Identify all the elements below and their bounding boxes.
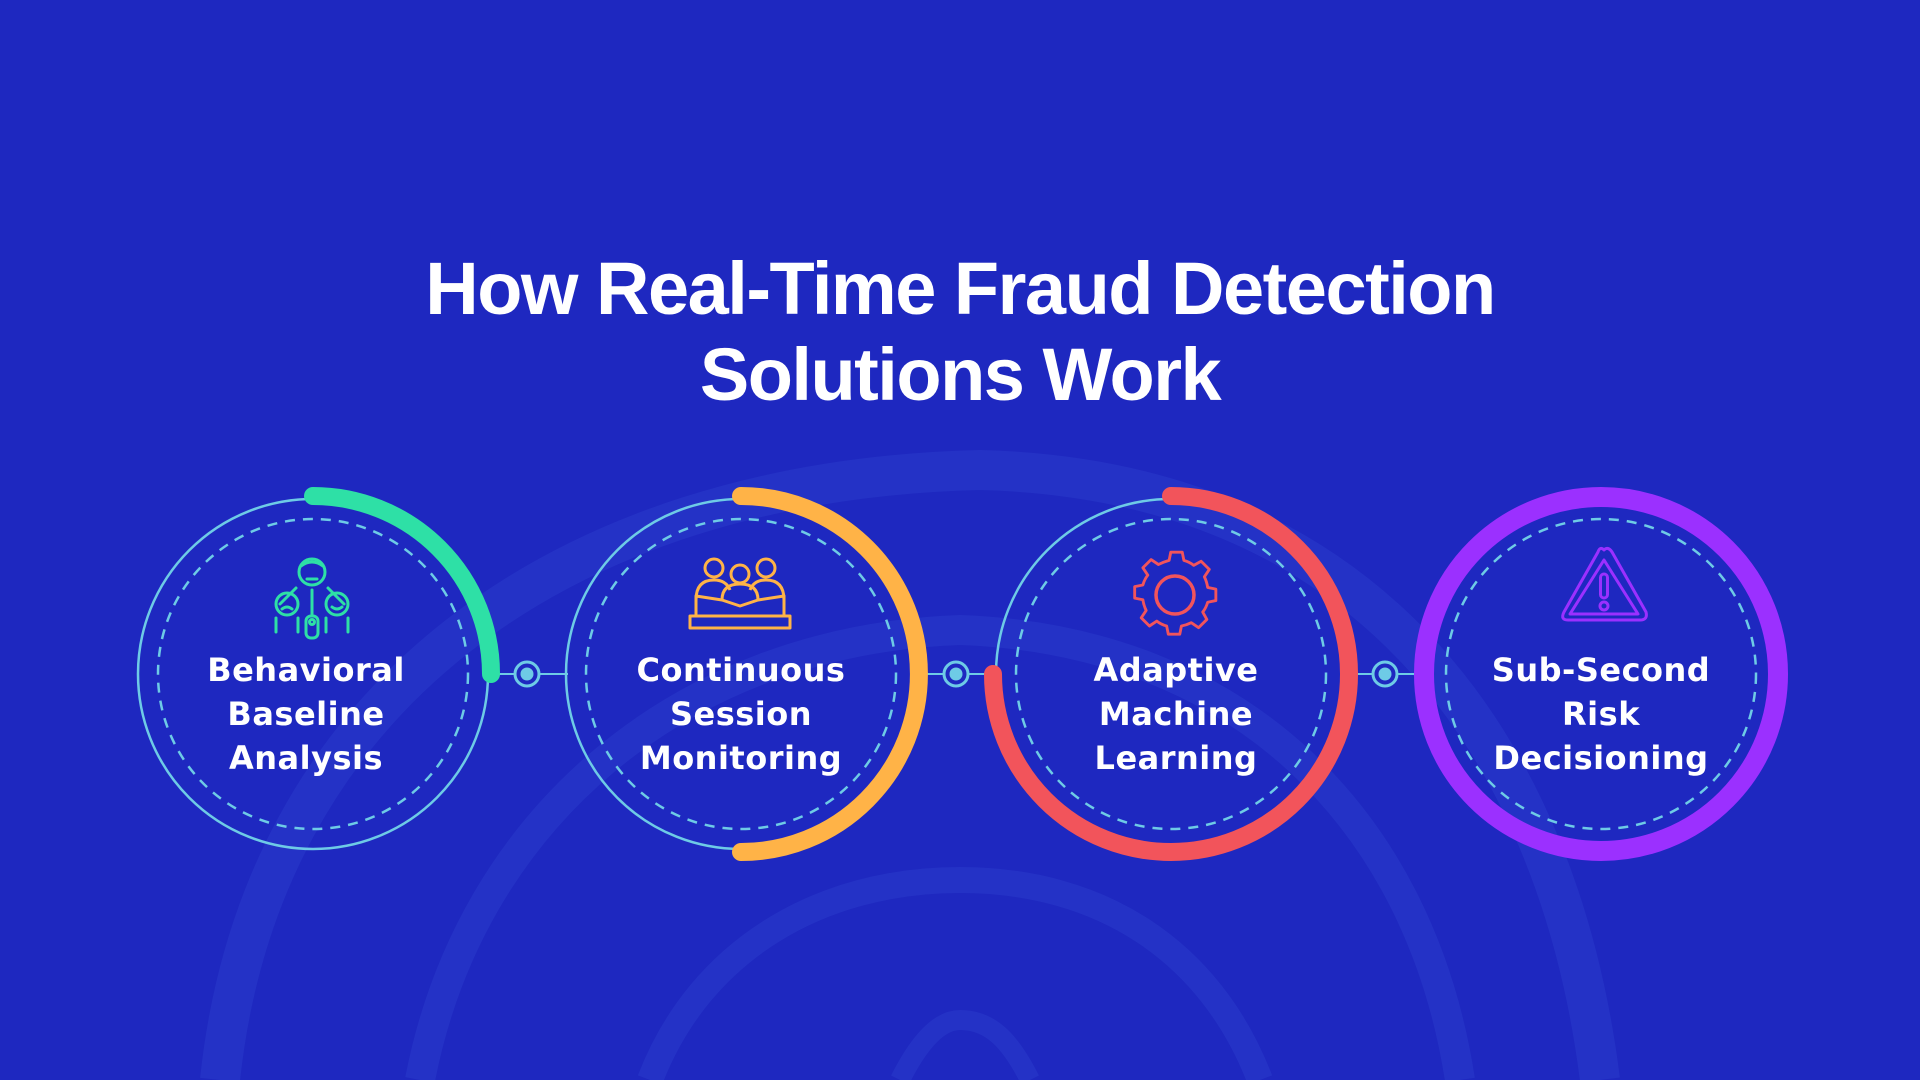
step-1-label-line-3: Analysis: [228, 739, 384, 777]
step-1-label-line-1: Behavioral: [207, 651, 405, 689]
step-2-node: [564, 487, 928, 861]
step-4-label: Sub-Second Risk Decisioning: [1471, 648, 1731, 780]
step-2-label-line-2: Session: [669, 695, 813, 733]
title-line-2: Solutions Work: [699, 332, 1222, 416]
step-3-label-line-3: Learning: [1094, 739, 1258, 777]
connector-1-2: [488, 660, 568, 688]
step-1-progress-arc: [304, 487, 500, 683]
step-4-node: [1414, 487, 1788, 861]
step-3-label-line-2: Machine: [1098, 695, 1254, 733]
audience-monitoring-icon: [688, 557, 792, 630]
step-4-label-line-2: Risk: [1562, 695, 1640, 733]
step-4-label-line-1: Sub-Second: [1491, 651, 1711, 689]
gear-icon: [1133, 550, 1218, 636]
step-1-label: Behavioral Baseline Analysis: [176, 648, 436, 780]
warning-triangle-icon: [1561, 546, 1648, 622]
connector-2-3: [916, 660, 996, 688]
step-3-label: Adaptive Machine Learning: [1046, 648, 1306, 780]
step-2-label-line-3: Monitoring: [639, 739, 843, 777]
step-2-label-line-1: Continuous: [636, 651, 846, 689]
step-2-label: Continuous Session Monitoring: [611, 648, 871, 780]
people-group-icon: [274, 557, 350, 640]
step-1-node: [136, 487, 500, 851]
step-3-progress-arc: [984, 487, 1358, 861]
step-1-label-line-2: Baseline: [227, 695, 385, 733]
step-3-node: [984, 487, 1358, 861]
page-title: How Real-Time Fraud Detection Solutions …: [0, 246, 1920, 418]
step-2-progress-arc: [732, 487, 928, 861]
title-line-1: How Real-Time Fraud Detection: [425, 246, 1496, 330]
step-3-label-line-1: Adaptive: [1093, 651, 1259, 689]
step-4-label-line-3: Decisioning: [1493, 739, 1709, 777]
connector-3-4: [1346, 660, 1426, 688]
